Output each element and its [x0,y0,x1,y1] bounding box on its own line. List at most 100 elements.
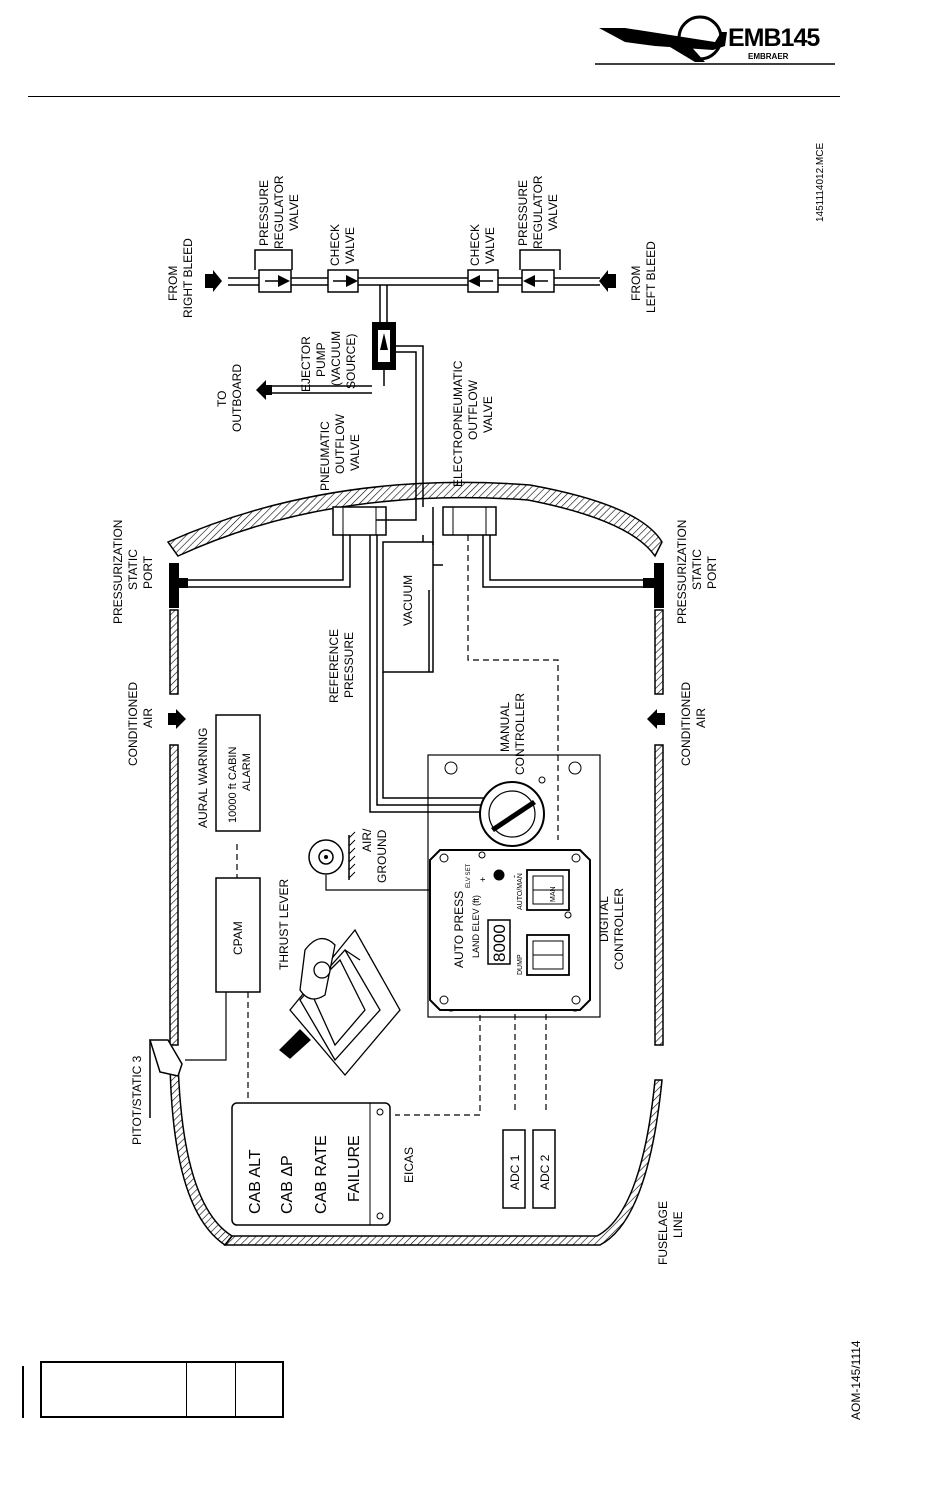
ejector-pump [256,322,396,400]
thrust-lever-illustration [279,928,401,1077]
static-port-left [169,563,188,608]
eicas-message-failure: FAILURE [346,1135,363,1202]
label-aural-warning: AURAL WARNING [196,728,210,828]
label-cabin-alarm-2: ALARM [241,753,253,791]
label-electropneumatic-ov-3: VALVE [481,396,495,433]
revision-table-divider-1 [186,1363,187,1416]
panel-auto-man: AUTO/MAN [517,873,524,910]
eicas-message-cab-dp: CAB ΔP [279,1155,296,1214]
controller-mounting-plate [427,754,601,1018]
cabin-alarm-box [215,714,261,832]
page-id: AOM-145/1114 [849,1340,863,1420]
drawing-number: 1451114012.MCE [815,143,826,222]
label-eicas: EICAS [402,1147,416,1183]
logo-model-text: EMB145 [728,24,820,52]
pneumatic-outflow-valve [332,506,387,536]
dump-button[interactable] [526,934,570,976]
embraer-logo-graphic [595,15,835,65]
label-prv-left-2: REGULATOR [531,175,545,249]
label-static-port-left-3: PORT [141,555,155,589]
label-cabin-alarm-1: 10000 ft CABIN [227,747,239,823]
air-ground-line [325,875,448,891]
panel-minus: - [509,875,519,878]
conditioned-air-arrow-left [168,709,186,729]
pitot-probe [148,1039,183,1077]
pressure-regulator-valve-left [519,249,561,293]
static-port-right [643,563,664,608]
label-ejector-pump-4: SOURCE) [344,334,358,389]
label-electropneumatic-ov-2: OUTFLOW [466,379,480,440]
electropneumatic-outflow-valve [442,506,497,536]
right-bleed-arrow [205,270,222,292]
label-adc2: ADC 2 [538,1154,552,1190]
label-ejector-pump-3: (VACUUM [329,331,343,386]
label-manual-controller-2: CONTROLLER [513,693,527,775]
cpam-box [215,877,261,993]
label-static-port-right-2: STATIC [690,549,704,590]
logo-maker-text: EMBRAER [748,52,789,61]
auto-man-button[interactable] [526,869,570,911]
label-adc1: ADC 1 [508,1154,522,1190]
label-electropneumatic-ov-1: ELECTROPNEUMATIC [451,360,465,487]
label-check-valve-left-2: VALVE [483,227,497,264]
label-check-valve-left-1: CHECK [468,224,482,266]
label-from-right-bleed-2: RIGHT BLEED [181,238,195,318]
page-id-container: AOM-145/1114 [849,1330,939,1420]
label-fuselage-line-2: LINE [671,1211,685,1238]
static-line-left [188,535,351,588]
panel-digits: 8000 [490,924,509,962]
label-conditioned-air-left-2: AIR [141,708,155,728]
check-valve-right [327,269,359,293]
eicas-message-cab-rate: CAB RATE [313,1135,330,1214]
adc2-box [532,1129,556,1209]
revision-bar [22,1366,24,1418]
pressure-regulator-valve-right [254,249,293,293]
label-ejector-pump-1: EJECTOR [299,336,313,392]
panel-dump: DUMP [517,954,524,975]
label-prv-right-1: PRESSURE [257,180,271,246]
label-manual-controller-1: MANUAL [498,702,512,752]
label-fuselage-line-1: FUSELAGE [656,1201,670,1265]
label-thrust-lever: THRUST LEVER [277,879,291,970]
label-prv-left-1: PRESSURE [516,180,530,246]
air-ground-sensor [308,831,356,880]
label-static-port-left-2: STATIC [126,549,140,590]
label-pitot-static: PITOT/STATIC 3 [130,1055,144,1145]
label-from-left-bleed-2: LEFT BLEED [644,241,658,313]
label-from-right-bleed-1: FROM [166,266,180,301]
label-pneumatic-ov-2: OUTFLOW [333,413,347,474]
label-from-left-bleed-1: FROM [629,266,643,301]
vacuum-lines [376,345,443,566]
label-pneumatic-ov-1: PNEUMATIC [318,421,332,491]
conditioned-air-arrow-right [647,709,665,729]
elv-set-knob[interactable] [493,869,505,881]
revision-table-divider-2 [235,1363,236,1416]
static-line-right [482,535,643,588]
adc1-box [502,1129,526,1209]
cpam-pitot-line [185,992,227,1061]
label-vacuum: VACUUM [401,575,415,626]
reference-pressure-lines [369,535,495,813]
label-reference-pressure-2: PRESSURE [342,632,356,698]
altitude-digits-display [487,919,511,965]
header-rule [28,96,840,97]
label-conditioned-air-right-2: AIR [694,708,708,728]
label-conditioned-air-left-1: CONDITIONED [126,682,140,766]
label-prv-right-3: VALVE [287,194,301,231]
label-prv-right-2: REGULATOR [272,175,286,249]
label-reference-pressure-1: REFERENCE [327,629,341,703]
label-air-ground-1: AIR/ [360,828,374,852]
label-prv-left-3: VALVE [546,194,560,231]
label-to-outboard-2: OUTBOARD [230,364,244,432]
label-static-port-left-1: PRESSURIZATION [111,520,125,624]
label-ejector-pump-2: PUMP [314,342,328,377]
label-digital-controller-1: DIGITAL [597,896,611,942]
manual-controller-knob[interactable] [479,776,546,847]
label-check-valve-right-2: VALVE [343,227,357,264]
panel-plus: + [478,877,488,882]
label-to-outboard-1: TO [215,391,229,407]
label-cpam: CPAM [231,921,245,955]
panel-land-elev: LAND ELEV (ft) [471,895,481,958]
left-bleed-arrow [599,270,616,292]
